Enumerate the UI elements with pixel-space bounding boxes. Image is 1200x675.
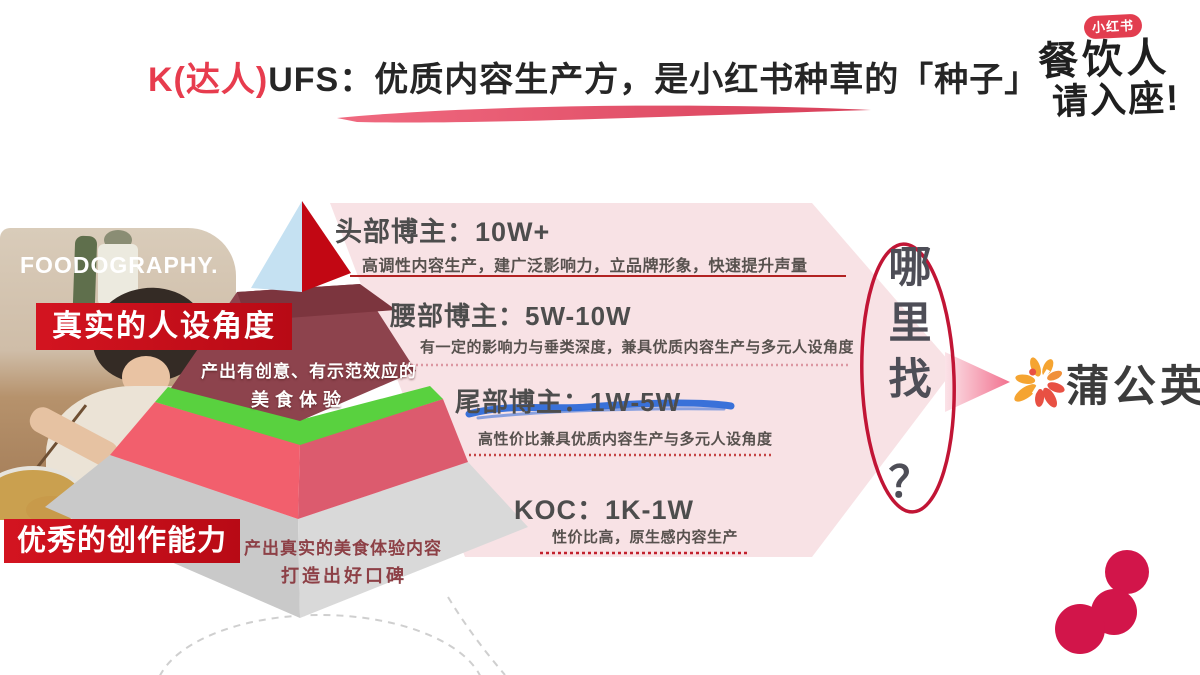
slide-title: K(达人)UFS：优质内容生产方，是小红书种草的「种子」 (148, 52, 1068, 101)
blue-brush-underline-2 (476, 407, 726, 420)
tier4-desc: 性价比高，原生感内容生产 (552, 529, 739, 546)
pyramid-tier1-blue-face (251, 201, 302, 292)
title-rest: UFS：优质内容生产方，是小红书种草的「种子」 (268, 61, 1040, 99)
decor-dot-3 (1055, 604, 1105, 654)
tier2-desc: 有一定的影响力与垂类深度，兼具优质内容生产与多元人设角度 (420, 339, 855, 356)
pyramid-tier4-right-face (298, 462, 528, 618)
dashed-line-decoration (447, 596, 506, 675)
persona-note-line2: 美食体验 (251, 390, 347, 410)
title-swoosh-underline (337, 105, 871, 123)
pyramid-tier3-left-face (110, 402, 300, 519)
brand-logo-line2: 请入座! (1051, 76, 1181, 123)
tier3-label: 尾部博主：1W-5W (455, 387, 682, 417)
pyramid-green-band (155, 386, 443, 445)
pyramid-tier1-red-face (302, 201, 351, 292)
tier1-label: 头部博主：10W+ (335, 217, 551, 247)
pink-panel-shape (330, 203, 955, 557)
persona-banner: 真实的人设角度 (36, 303, 292, 350)
dandelion-icon (1014, 357, 1065, 408)
persona-note-line1: 产出有创意、有示范效应的 (201, 362, 417, 381)
photo-watermark: FOODOGRAPHY. (20, 252, 219, 278)
creation-note-line2: 打造出好口碑 (281, 566, 407, 586)
tier1-desc: 高调性内容生产，建广泛影响力，立品牌形象，快速提升声量 (362, 258, 808, 275)
decor-dot-1 (1105, 550, 1149, 594)
arrow-to-platform-icon (945, 352, 1010, 412)
question-oval (860, 242, 956, 514)
question-mark: ？ (888, 459, 932, 507)
question-text: 哪里找 (888, 244, 932, 404)
tier2-label: 腰部博主：5W-10W (390, 301, 632, 331)
tier3-desc: 高性价比兼具优质内容生产与多元人设角度 (478, 431, 773, 448)
dashed-circle-decoration (159, 614, 481, 675)
blue-brush-underline (465, 399, 735, 418)
platform-name: 蒲公英 (1066, 363, 1200, 411)
pyramid-tier3-right-face (298, 399, 468, 519)
creation-note-line1: 产出真实的美食体验内容 (244, 539, 442, 558)
tier4-label: KOC：1K-1W (514, 495, 695, 525)
creation-banner: 优秀的创作能力 (4, 519, 240, 563)
title-highlight: K(达人) (148, 61, 269, 99)
